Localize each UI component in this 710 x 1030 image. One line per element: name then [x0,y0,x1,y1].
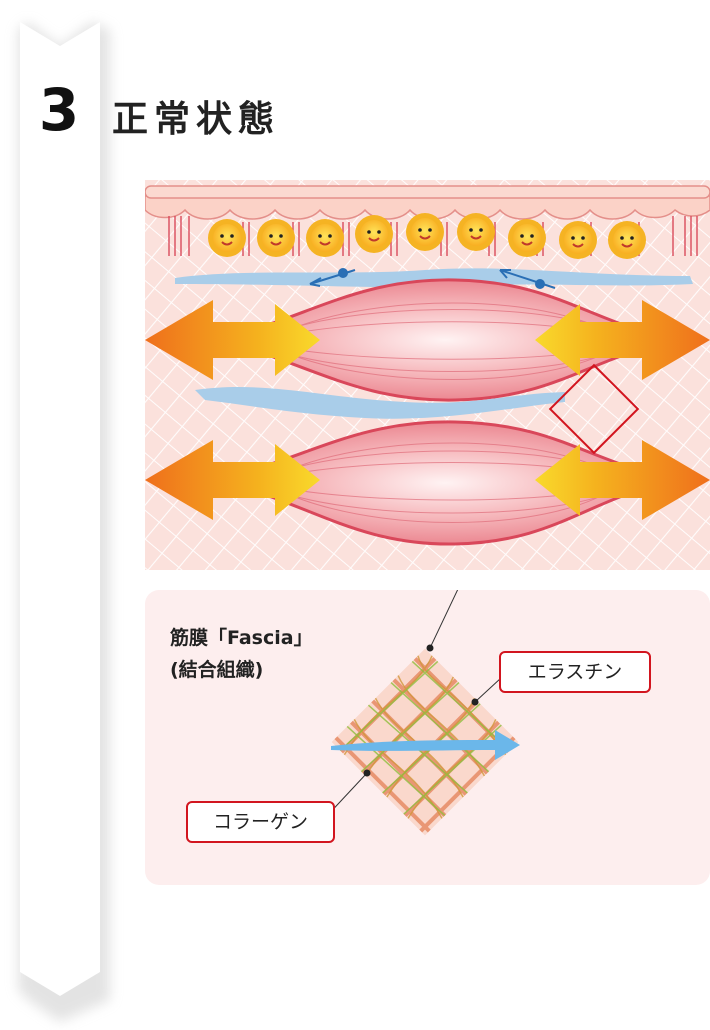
collagen-label: コラーゲン [186,801,335,843]
page-title: 正常状態 [112,99,281,140]
blood-vessel-middle [195,387,565,419]
happy-cell-icons [208,213,646,259]
fascia-title-line1: 筋膜「Fascia」 [170,627,313,649]
elastin-label: エラスチン [499,651,651,693]
fascia-title: 筋膜「Fascia」 (結合組織) [170,622,313,686]
flow-arrow-icon [309,268,556,289]
muscle-illustration [145,180,710,570]
fascia-title-line2: (結合組織) [170,659,264,681]
fascia-detail-diagram [324,590,520,836]
step-number: 3 [38,76,80,144]
step-ribbon [18,22,110,1022]
magnify-frame [548,363,640,455]
stretch-arrow-icons [145,300,710,520]
flow-arrow-icon [331,730,520,760]
blood-vessel-upper [175,268,693,288]
